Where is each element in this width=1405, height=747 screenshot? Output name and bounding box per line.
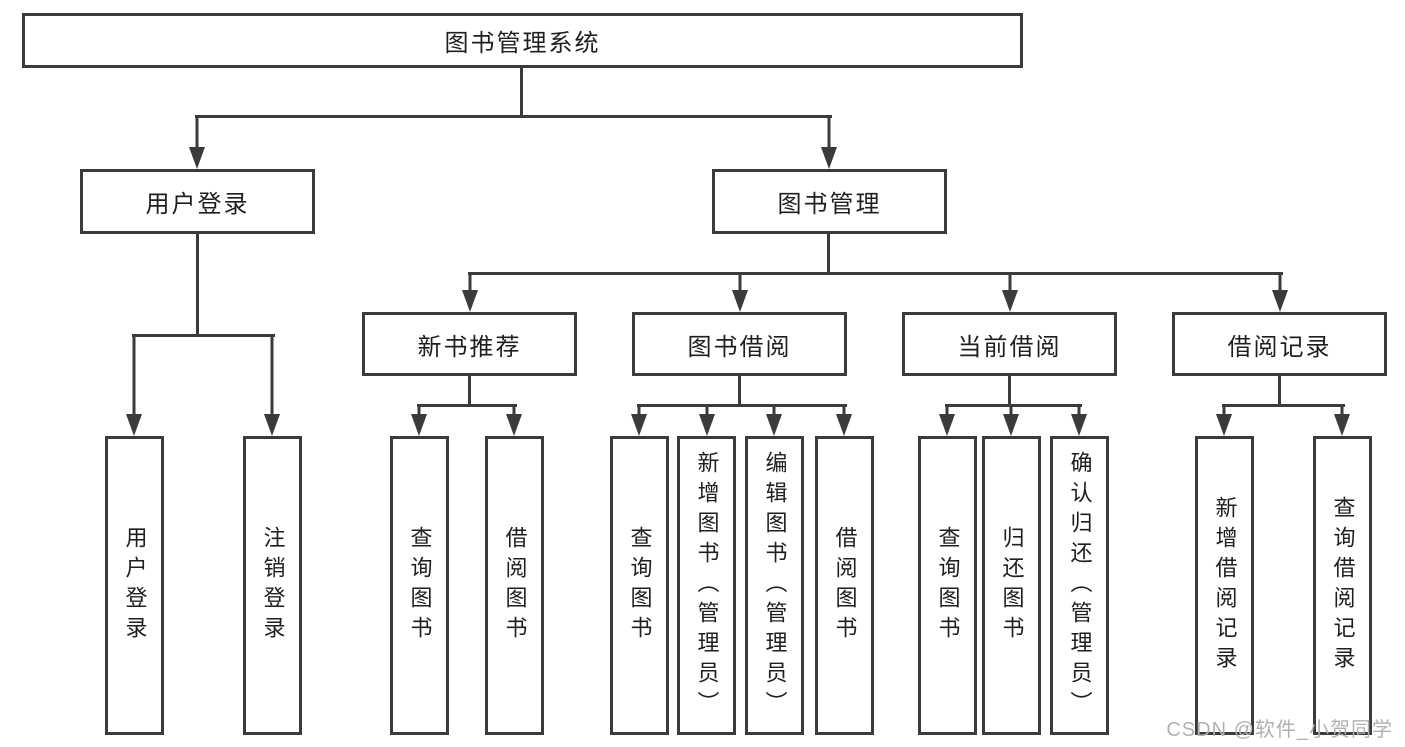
node-new-book-recommendation: 新书推荐: [362, 312, 577, 376]
leaf-edit-books-admin: 编辑图书（管理员）: [745, 436, 804, 735]
connector-arrow-down: [732, 274, 748, 312]
node-book-management: 图书管理: [712, 169, 947, 234]
connector-arrow-down: [1272, 274, 1288, 312]
connector-arrow-down: [699, 406, 715, 436]
connector-arrow-down: [462, 274, 478, 312]
node-library-management-system: 图书管理系统: [22, 13, 1023, 68]
node-book-borrowing: 图书借阅: [632, 312, 847, 376]
connector-arrow-down: [631, 406, 647, 436]
node-current-borrowing: 当前借阅: [902, 312, 1117, 376]
leaf-query-books-recommend: 查询图书: [390, 436, 449, 735]
connector-arrow-down: [821, 117, 837, 169]
leaf-return-books: 归还图书: [982, 436, 1041, 735]
leaf-borrow-books-recommend: 借阅图书: [485, 436, 544, 735]
connector-arrow-down: [264, 336, 280, 436]
leaf-add-borrow-record: 新增借阅记录: [1195, 436, 1254, 735]
connector-line: [637, 404, 847, 407]
connector-arrow-down: [1003, 406, 1019, 436]
leaf-borrow-books: 借阅图书: [815, 436, 874, 735]
node-borrowing-records: 借阅记录: [1172, 312, 1387, 376]
leaf-user-login: 用户登录: [105, 436, 164, 735]
leaf-query-borrow-record: 查询借阅记录: [1313, 436, 1372, 735]
connector-arrow-down: [189, 117, 205, 169]
connector-arrow-down: [1216, 406, 1232, 436]
connector-line: [1008, 376, 1011, 407]
leaf-add-books-admin: 新增图书（管理员）: [677, 436, 736, 735]
leaf-query-books-current: 查询图书: [918, 436, 977, 735]
connector-arrow-down: [1071, 406, 1087, 436]
connector-line: [827, 234, 830, 275]
leaf-query-books-borrow: 查询图书: [610, 436, 669, 735]
connector-line: [520, 68, 523, 118]
connector-line: [195, 115, 832, 118]
connector-arrow-down: [506, 406, 522, 436]
connector-arrow-down: [411, 406, 427, 436]
csdn-watermark: CSDN @软件_小贺同学: [1166, 719, 1393, 741]
connector-line: [196, 234, 199, 337]
connector-arrow-down: [939, 406, 955, 436]
connector-arrow-down: [836, 406, 852, 436]
connector-line: [738, 376, 741, 407]
connector-arrow-down: [1334, 406, 1350, 436]
connector-line: [1222, 404, 1345, 407]
connector-arrow-down: [766, 406, 782, 436]
connector-line: [468, 376, 471, 407]
connector-line: [132, 334, 275, 337]
leaf-confirm-return-admin: 确认归还（管理员）: [1050, 436, 1109, 735]
connector-line: [1278, 376, 1281, 407]
connector-line: [468, 272, 1283, 275]
connector-line: [417, 404, 517, 407]
connector-arrow-down: [126, 336, 142, 436]
connector-arrow-down: [1002, 274, 1018, 312]
node-user-login: 用户登录: [80, 169, 315, 234]
leaf-logout: 注销登录: [243, 436, 302, 735]
